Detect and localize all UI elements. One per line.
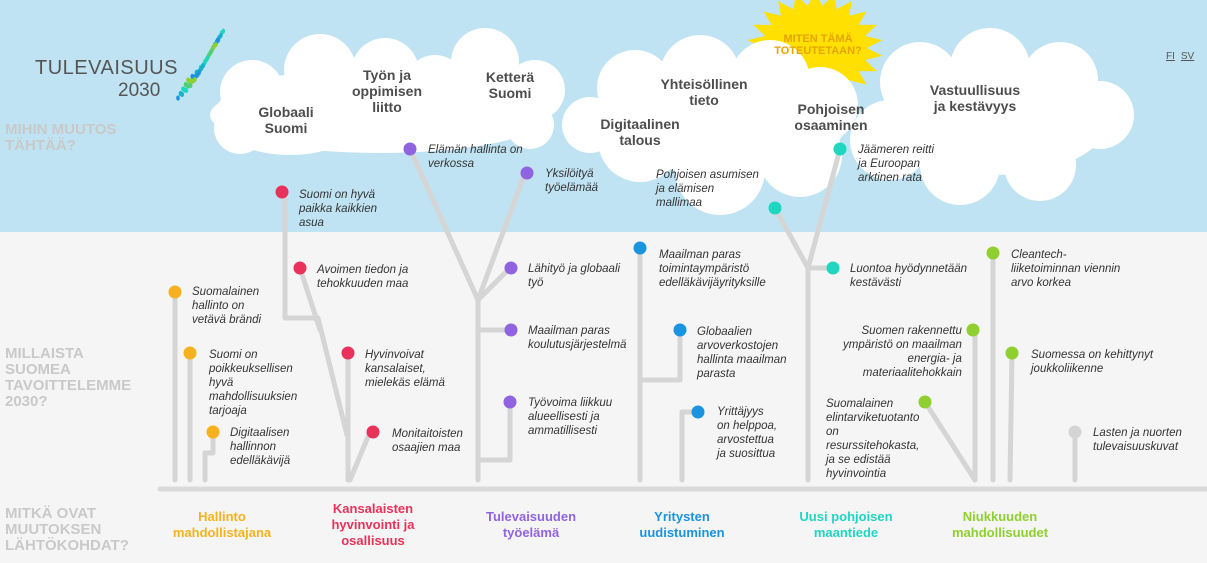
goal-kansalaiset-2[interactable]: Avoimen tiedon ja tehokkuuden maa xyxy=(317,264,409,290)
dot-kansalaiset-2[interactable] xyxy=(293,261,307,275)
goal-niukkuus-2[interactable]: Suomen rakennettu ympäristö on maailman … xyxy=(843,325,962,379)
goal-tyoelama-4[interactable]: Maailman paras koulutusjärjestelmä xyxy=(528,325,627,351)
category-tyoelama[interactable]: Tulevaisuuden työelämä xyxy=(485,509,577,540)
logo-dot xyxy=(216,37,221,43)
logo-wave-icon xyxy=(176,28,226,101)
dot-pohjoinen-1[interactable] xyxy=(768,201,782,215)
goal-tyoelama-2[interactable]: Yksilöityä työelämää xyxy=(545,168,599,194)
dot-yritykset-1[interactable] xyxy=(633,241,647,255)
goal-yritykset-2[interactable]: Globaalien arvoverkostojen hallinta maai… xyxy=(697,326,787,380)
dot-kansalaiset-4[interactable] xyxy=(366,425,380,439)
category-pohjoinen[interactable]: Uusi pohjoisen maantiede xyxy=(799,509,893,540)
logo-dot xyxy=(188,82,193,89)
dot-yritykset-2[interactable] xyxy=(673,323,687,337)
cloud-right xyxy=(850,28,1134,205)
goal-yritykset-1[interactable]: Maailman paras toimintaympäristö edelläk… xyxy=(659,249,766,289)
language-switcher: FI SV xyxy=(1160,28,1194,64)
logo-year: 2030 xyxy=(118,80,161,101)
cloud-title-digitaalinen[interactable]: Digitaalinen talous xyxy=(600,116,680,148)
cloud-title-pohjoisen[interactable]: Pohjoisen osaaminen xyxy=(794,101,868,133)
logo-dot xyxy=(214,42,218,48)
goal-tyoelama-5[interactable]: Työvoima liikkuu alueellisesti ja ammati… xyxy=(528,397,613,437)
category-niukkuus[interactable]: Niukkuuden mahdollisuudet xyxy=(951,509,1049,540)
tree-branches xyxy=(157,146,1207,492)
dot-kansalaiset-1[interactable] xyxy=(275,185,289,199)
category-hallinto[interactable]: Hallinto mahdollistajana xyxy=(172,509,272,540)
section-label-top: MIHIN MUUTOS TÄHTÄÄ? xyxy=(5,121,117,154)
goal-tyoelama-1[interactable]: Elämän hallinta on verkossa xyxy=(428,144,523,170)
category-kansalaiset[interactable]: Kansalaisten hyvinvointi ja osallisuus xyxy=(331,501,415,548)
category-yritykset[interactable]: Yritysten uudistuminen xyxy=(639,509,725,540)
goal-yritykset-3[interactable]: Yrittäjyys on helppoa, arvostettua ja su… xyxy=(717,406,778,460)
sun-label[interactable]: MITEN TÄMÄ TOTEUTETAAN? xyxy=(774,33,862,57)
cloud-title-yhteisollinen[interactable]: Yhteisöllinen tieto xyxy=(660,76,748,108)
goal-niukkuus-4[interactable]: Suomalainen elintarviketuotanto on resur… xyxy=(826,398,920,480)
goal-lasten-nuorten[interactable]: Lasten ja nuorten tulevaisuuskuvat xyxy=(1093,427,1182,453)
goal-kansalaiset-4[interactable]: Monitaitoisten osaajien maa xyxy=(392,428,463,454)
logo-dot xyxy=(205,55,210,61)
dot-tyoelama-1[interactable] xyxy=(403,142,417,156)
logo-wordmark[interactable]: TULEVAISUUS xyxy=(35,57,178,79)
clouds xyxy=(210,28,1134,215)
goal-hallinto-3[interactable]: Digitaalisen hallinnon edelläkävijä xyxy=(230,427,291,467)
logo-dot xyxy=(209,48,214,54)
cloud-left xyxy=(210,28,565,155)
dot-niukkuus-1[interactable] xyxy=(986,246,1000,260)
logo-dot xyxy=(180,91,184,97)
dot-pohjoinen-3[interactable] xyxy=(826,261,840,275)
dot-hallinto-2[interactable] xyxy=(183,346,197,360)
cloud-title-vastuullisuus[interactable]: Vastuullisuus ja kestävyys xyxy=(929,82,1021,114)
goal-hallinto-2[interactable]: Suomi on poikkeuksellisen hyvä mahdollis… xyxy=(209,349,298,417)
dot-niukkuus-3[interactable] xyxy=(1005,346,1019,360)
goal-tyoelama-3[interactable]: Lähityö ja globaali työ xyxy=(528,263,621,289)
logo-dot xyxy=(193,77,197,83)
goal-dots xyxy=(168,142,1082,439)
dot-tyoelama-5[interactable] xyxy=(503,395,517,409)
goal-niukkuus-3[interactable]: Suomessa on kehittynyt joukkoliikenne xyxy=(1031,349,1154,375)
goal-hallinto-1[interactable]: Suomalainen hallinto on vetävä brändi xyxy=(192,286,262,326)
logo-dot xyxy=(197,70,201,76)
dot-hallinto-1[interactable] xyxy=(168,285,182,299)
dot-kansalaiset-3[interactable] xyxy=(341,346,355,360)
dot-grey-1[interactable] xyxy=(1068,425,1082,439)
logo-dot xyxy=(201,63,205,69)
lang-fi-link[interactable]: FI xyxy=(1166,51,1175,62)
goal-kansalaiset-1[interactable]: Suomi on hyvä paikka kaikkien asua xyxy=(299,189,377,229)
dot-tyoelama-4[interactable] xyxy=(504,323,518,337)
dot-niukkuus-4[interactable] xyxy=(918,395,932,409)
dot-tyoelama-3[interactable] xyxy=(504,261,518,275)
cloud-title-globaali[interactable]: Globaali Suomi xyxy=(258,104,314,136)
logo-dot xyxy=(221,28,226,34)
section-label-bottom: MITKÄ OVAT MUUTOKSEN LÄHTÖKOHDAT? xyxy=(5,505,129,554)
lower-background xyxy=(0,232,1207,563)
dot-yritykset-3[interactable] xyxy=(691,405,705,419)
goal-niukkuus-1[interactable]: Cleantech- liiketoiminnan viennin arvo k… xyxy=(1011,249,1121,289)
dot-tyoelama-2[interactable] xyxy=(520,166,534,180)
section-label-middle: MILLAISTA SUOMEA TAVOITTELEMME 2030? xyxy=(5,345,132,410)
goal-kansalaiset-3[interactable]: Hyvinvoivat kansalaiset, mielekäs elämä xyxy=(365,349,445,389)
dot-hallinto-3[interactable] xyxy=(206,425,220,439)
logo-dot xyxy=(184,87,189,93)
logo-dot xyxy=(176,95,180,101)
lang-sv-link[interactable]: SV xyxy=(1180,51,1195,62)
goal-pohjoinen-1[interactable]: Pohjoisen asumisen ja elämisen mallimaa xyxy=(656,169,759,209)
cloud-middle xyxy=(562,35,858,215)
goal-pohjoinen-3[interactable]: Luontoa hyödynnetään kestävästi xyxy=(850,263,968,289)
cloud-title-tyon-oppimisen[interactable]: Työn ja oppimisen liitto xyxy=(351,67,422,115)
goal-pohjoinen-2[interactable]: Jäämeren reitti ja Euroopan arktinen rat… xyxy=(858,144,935,184)
logo-dot xyxy=(219,33,223,39)
dot-pohjoinen-2[interactable] xyxy=(833,142,847,156)
dot-niukkuus-2[interactable] xyxy=(966,323,980,337)
cloud-title-ketteraa[interactable]: Ketterä Suomi xyxy=(485,69,535,101)
